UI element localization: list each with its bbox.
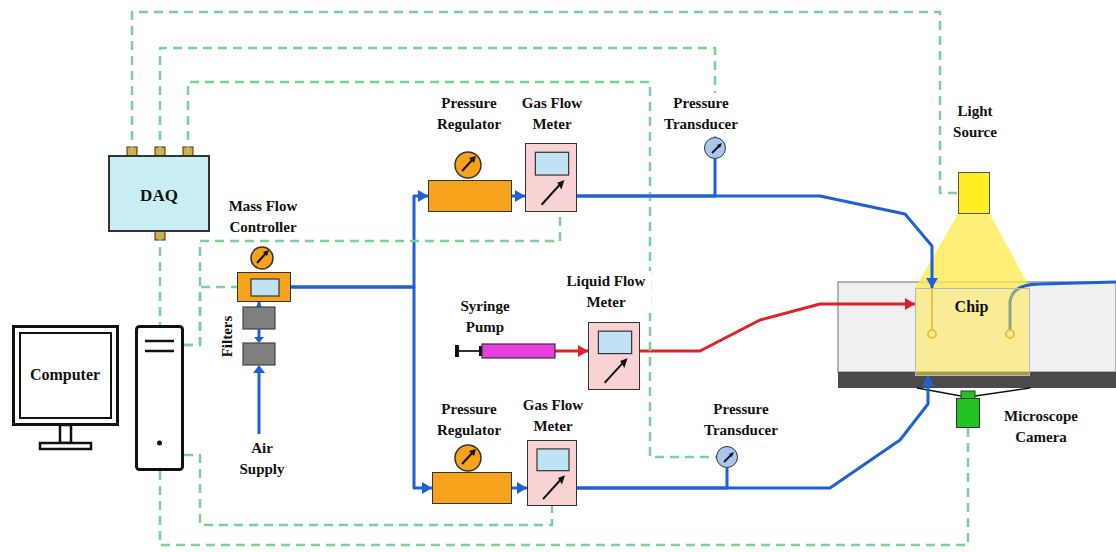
gas-line — [291, 287, 432, 488]
pressure-gauge — [469, 156, 476, 163]
node-label: Computer — [18, 361, 112, 389]
meter-drawing — [605, 362, 624, 382]
component-label: Filters — [219, 315, 236, 357]
meter-drawing — [543, 479, 561, 499]
meter-drawing — [526, 144, 578, 213]
filters-drawing — [243, 307, 275, 365]
filters-drawing — [243, 343, 275, 365]
pressure-regulator: Pressure Regulator — [432, 472, 512, 504]
daq-box: DAQ — [108, 155, 210, 232]
gas-line — [577, 376, 928, 488]
gas-flow-meter: Gas Flow Meter — [527, 440, 577, 506]
syringe-drawing — [455, 345, 459, 357]
pressure-gauge — [455, 152, 481, 178]
syringe-pump: Syringe Pump — [455, 343, 555, 359]
computer-drawing — [12, 325, 184, 471]
pressure-transducer: Pressure Transducer — [716, 446, 738, 468]
inlet-label: Air Supply — [232, 438, 292, 480]
meter-drawing — [589, 323, 641, 391]
camera-cone — [917, 388, 961, 396]
computer-drawing — [14, 327, 118, 425]
screen-drawing — [238, 273, 292, 303]
glass-slide — [838, 282, 1116, 388]
signal-line — [188, 82, 716, 457]
syringe-drawing — [482, 344, 555, 358]
syringe-drawing — [455, 343, 555, 359]
signal-line — [160, 48, 715, 155]
filters-drawing — [254, 337, 264, 343]
computer-drawing — [60, 425, 71, 443]
pressure-gauge — [263, 250, 269, 256]
syringe-drawing — [459, 350, 482, 352]
meter-drawing — [542, 184, 561, 205]
component-label: Liquid Flow Meter — [561, 271, 651, 313]
pressure-transducer: Pressure Transducer — [704, 137, 726, 159]
pressure-regulator: Pressure Regulator — [428, 180, 512, 212]
component-label: Syringe Pump — [450, 296, 520, 338]
needle-drawing — [705, 138, 727, 160]
component-label: Mass Flow Controller — [213, 196, 313, 238]
component-label: Pressure Regulator — [424, 93, 514, 135]
filters-drawing — [258, 329, 261, 338]
gas-line — [512, 487, 527, 490]
computer-drawing — [145, 340, 174, 343]
meter-drawing — [557, 180, 564, 190]
camera-cone — [975, 388, 1030, 396]
needle-drawing — [729, 452, 734, 457]
computer-drawing — [137, 327, 183, 470]
pressure-gauge — [455, 445, 481, 471]
gas-line — [577, 468, 727, 488]
meter-drawing — [528, 441, 578, 507]
component-label: Gas Flow Meter — [512, 93, 592, 135]
needle-drawing — [717, 143, 722, 148]
meter-drawing — [558, 475, 565, 484]
component-label: Pressure Transducer — [656, 93, 746, 135]
gas-flow-meter: Gas Flow Meter — [525, 143, 577, 212]
air-arrow — [258, 372, 261, 434]
air-arrow — [253, 365, 265, 373]
screen-drawing — [251, 279, 279, 296]
computer-unit: Computer — [12, 325, 184, 471]
computer-drawing — [40, 443, 91, 449]
chip: Chip — [915, 288, 1030, 376]
light-source: Light Source — [958, 172, 990, 214]
air-arrow — [253, 365, 265, 434]
needle-drawing — [717, 447, 739, 469]
computer-drawing — [145, 350, 174, 353]
meter-drawing — [537, 449, 569, 471]
gas-line — [512, 195, 525, 198]
meter-drawing — [620, 358, 627, 368]
liquid-line — [555, 350, 588, 353]
meter-drawing — [598, 331, 631, 353]
microscope-camera: Microscope Camera — [956, 398, 980, 428]
component-label: Gas Flow Meter — [513, 395, 593, 437]
component-label: Microscope Camera — [994, 406, 1089, 448]
component-label: Pressure Transducer — [691, 399, 791, 441]
mass-flow-controller: Mass Flow Controller — [237, 272, 291, 302]
signal-line — [159, 232, 162, 325]
pressure-gauge — [469, 449, 476, 456]
filters-drawing — [243, 307, 275, 329]
gas-line — [577, 159, 715, 196]
node-label: Chip — [916, 295, 1027, 319]
filter-pair: Filters — [243, 307, 275, 365]
gas-line — [258, 302, 261, 307]
pressure-gauge — [251, 247, 273, 269]
node-label: DAQ — [110, 157, 208, 234]
liquid-flow-meter: Liquid Flow Meter — [588, 322, 640, 390]
meter-drawing — [535, 152, 568, 175]
signal-line — [160, 428, 968, 545]
liquid-line — [640, 304, 915, 351]
component-label: Pressure Regulator — [424, 399, 514, 441]
signal-line — [132, 12, 958, 193]
computer-drawing — [157, 441, 162, 446]
component-label: Light Source — [945, 101, 1005, 143]
